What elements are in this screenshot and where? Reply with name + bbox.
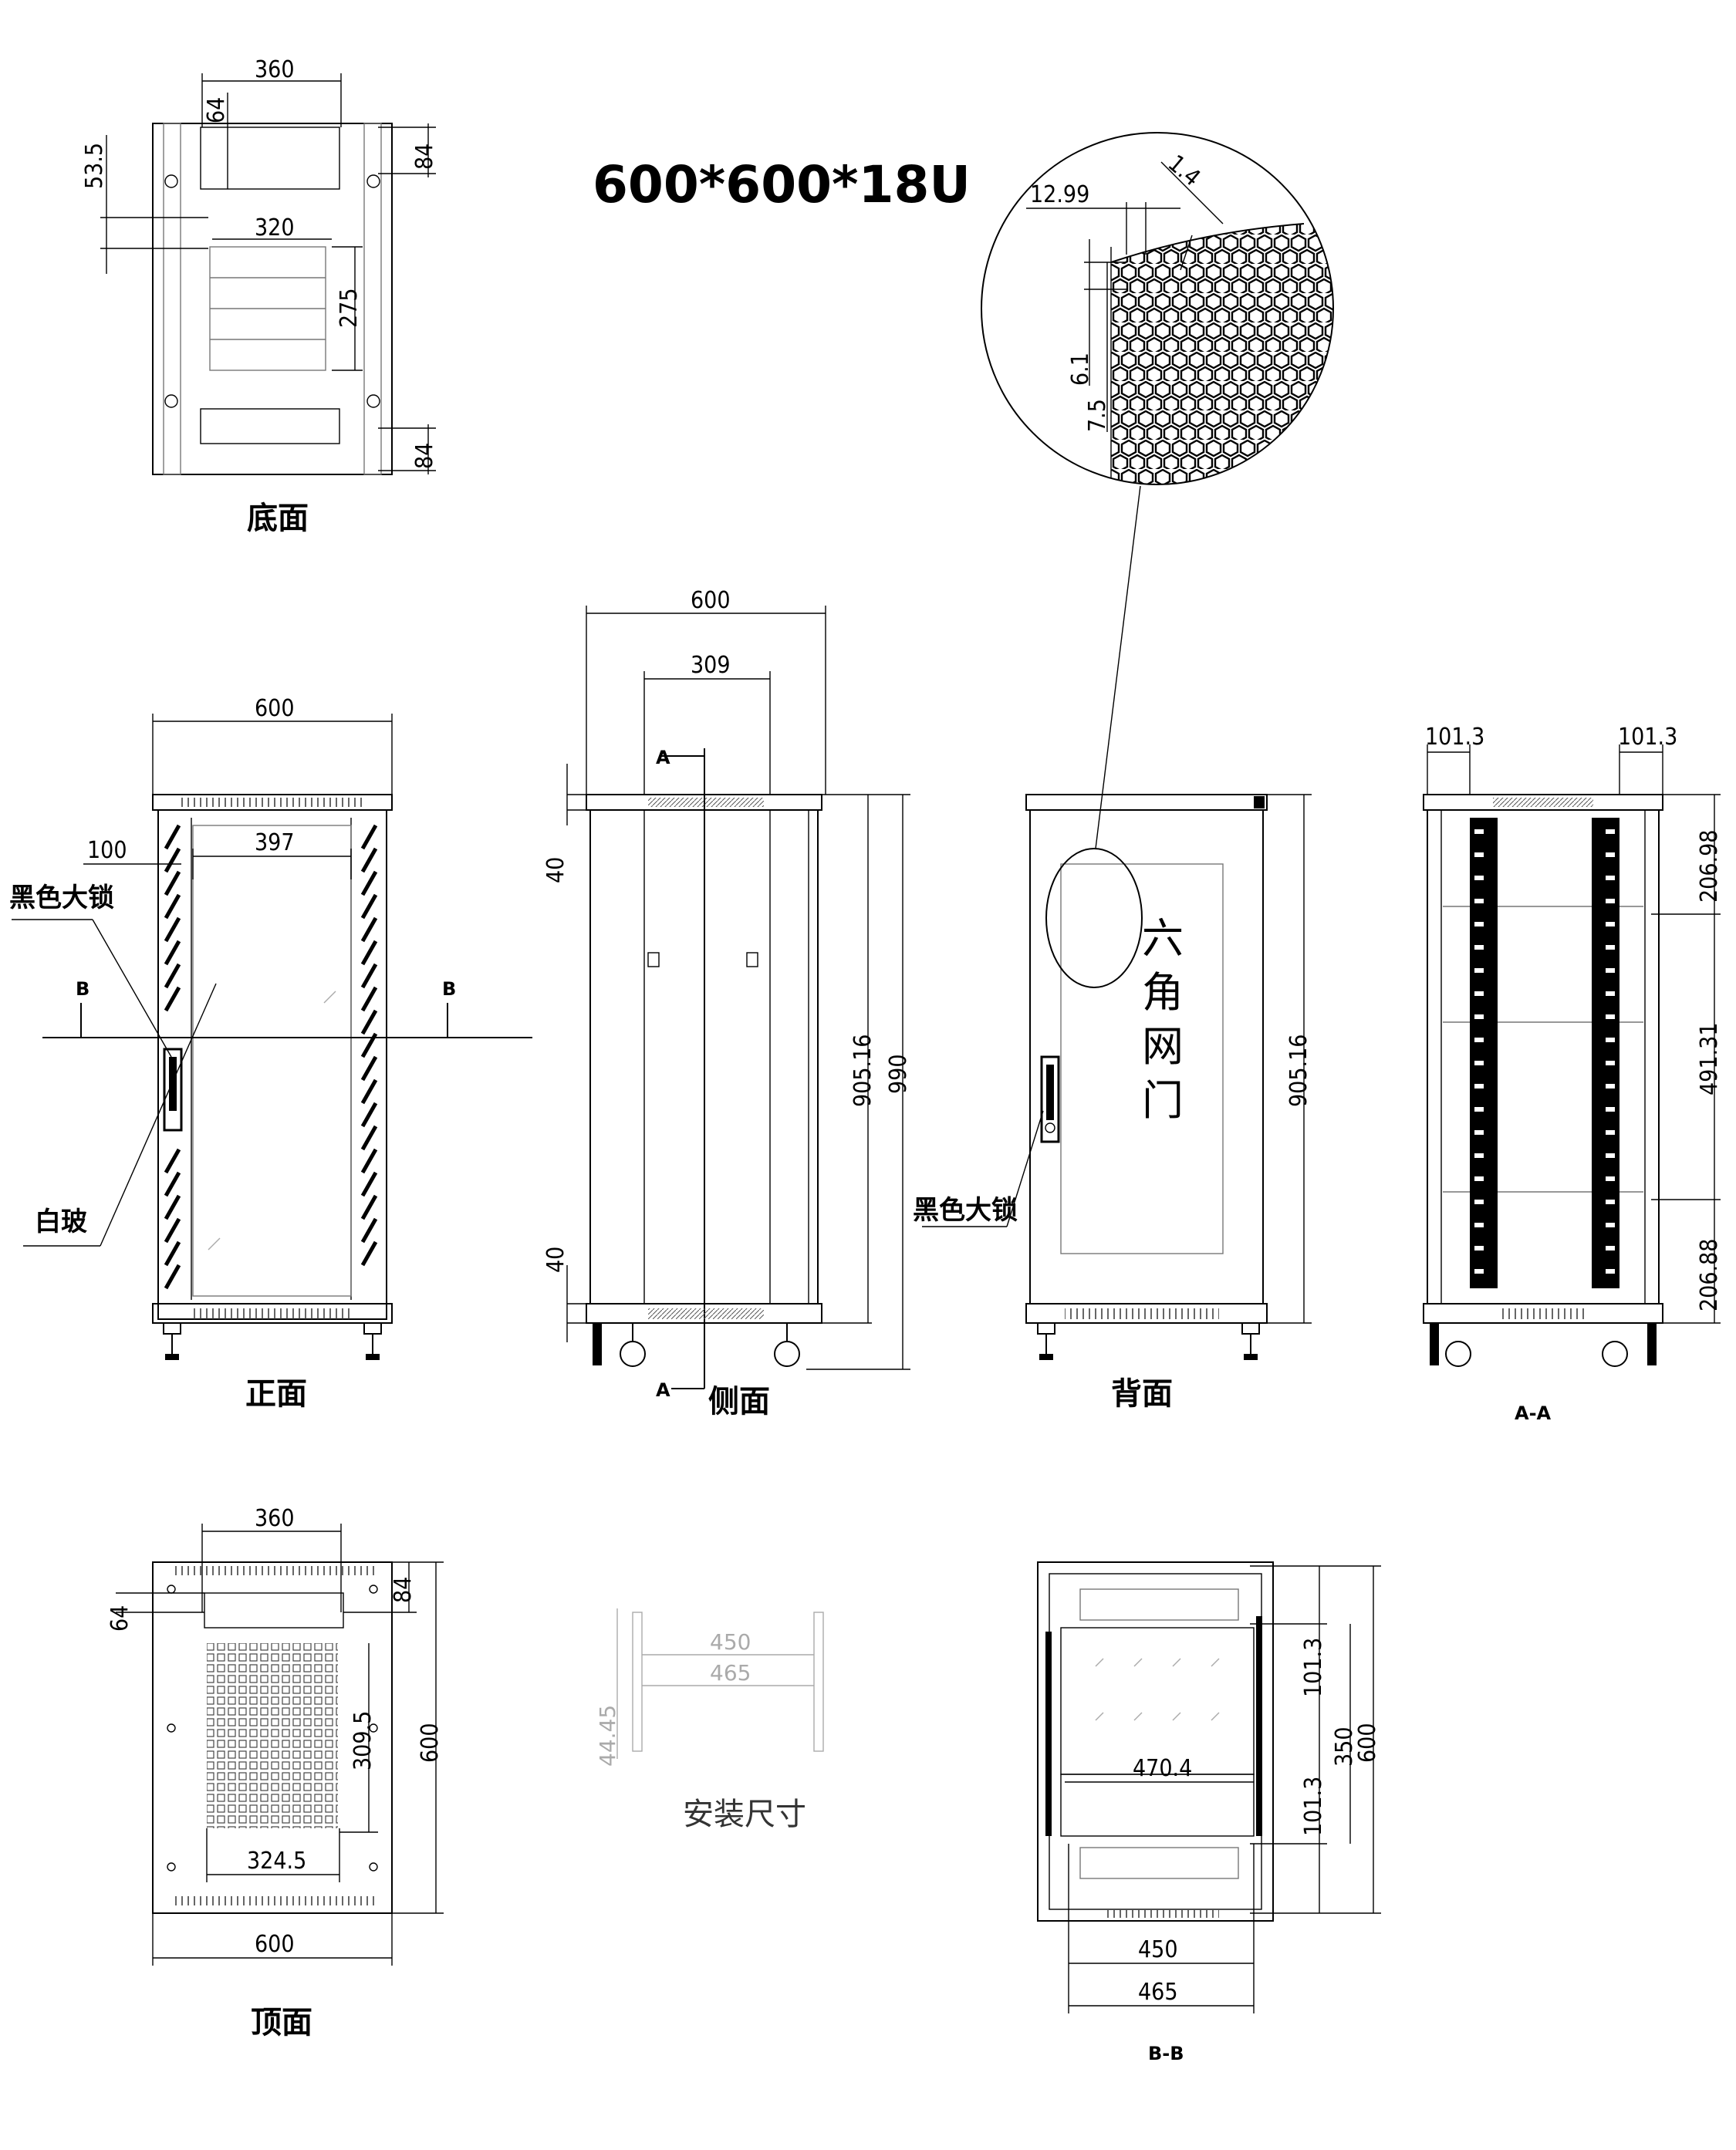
back-door-char-4: 门 bbox=[1142, 1076, 1184, 1125]
side-section-a-top: A bbox=[656, 747, 670, 768]
aa-dim-206-88: 206.88 bbox=[1696, 1239, 1723, 1311]
mount-label: 安装尺寸 bbox=[683, 1797, 806, 1832]
front-section-b-right: B bbox=[442, 978, 456, 1000]
bb-dim-465: 465 bbox=[1138, 1979, 1178, 2006]
aa-dim-101-left: 101.3 bbox=[1425, 724, 1484, 751]
mount-dim-450: 450 bbox=[710, 1629, 751, 1655]
back-door-text: 六 角 网 门 bbox=[1142, 914, 1184, 1125]
bottom-dim-275: 275 bbox=[336, 288, 363, 328]
side-dim-905: 905.16 bbox=[849, 1034, 876, 1107]
front-section-b-left: B bbox=[76, 978, 90, 1000]
detail-dim-12-99: 12.99 bbox=[1030, 181, 1089, 208]
bottom-view-label: 底面 bbox=[247, 501, 309, 536]
front-dim-397: 397 bbox=[255, 829, 295, 856]
bb-dim-450: 450 bbox=[1138, 1936, 1178, 1963]
back-view: 905.16 bbox=[922, 485, 1312, 1360]
bottom-dim-53-5: 53.5 bbox=[81, 143, 108, 189]
mesh-detail: 12.99 1.4 6.1 7.5 bbox=[981, 132, 1334, 485]
side-section-a-bottom: A bbox=[656, 1379, 670, 1401]
top-dim-360: 360 bbox=[255, 1505, 295, 1532]
bottom-dim-84b: 84 bbox=[411, 443, 438, 469]
bb-dim-600: 600 bbox=[1354, 1723, 1381, 1763]
side-dim-40a: 40 bbox=[542, 857, 569, 883]
back-view-label: 背面 bbox=[1111, 1376, 1173, 1412]
back-lock-note: 黑色大锁 bbox=[913, 1195, 1018, 1226]
aa-dim-101-right: 101.3 bbox=[1618, 724, 1677, 751]
mount-dim-44-45: 44.45 bbox=[595, 1705, 620, 1767]
bb-dim-101-top: 101.3 bbox=[1300, 1638, 1327, 1697]
bottom-dim-320: 320 bbox=[255, 214, 295, 241]
top-dim-600-horizontal: 600 bbox=[255, 1931, 295, 1958]
back-door-char-2: 角 bbox=[1142, 968, 1184, 1017]
bb-dim-350: 350 bbox=[1331, 1726, 1358, 1767]
detail-dim-7-5: 7.5 bbox=[1084, 399, 1111, 432]
front-glass-note: 白玻 bbox=[35, 1207, 87, 1237]
top-view: 360 64 84 309.5 324.5 600 600 bbox=[106, 1505, 444, 1966]
section-aa-label: A-A bbox=[1515, 1402, 1552, 1424]
side-dim-40b: 40 bbox=[542, 1247, 569, 1273]
section-bb-label: B-B bbox=[1148, 2043, 1184, 2064]
drawing-title: 600*600*18U bbox=[593, 155, 971, 214]
top-dim-84: 84 bbox=[390, 1577, 417, 1603]
bottom-dim-84a: 84 bbox=[411, 143, 438, 170]
front-dim-600: 600 bbox=[255, 695, 295, 722]
front-view: 600 100 397 B B bbox=[12, 695, 532, 1360]
detail-dim-1-4: 1.4 bbox=[1163, 150, 1205, 191]
side-dim-990: 990 bbox=[885, 1054, 912, 1094]
detail-dim-6-1: 6.1 bbox=[1067, 353, 1094, 386]
top-dim-309-5: 309.5 bbox=[350, 1711, 377, 1770]
front-view-label: 正面 bbox=[245, 1376, 307, 1412]
bb-dim-101-bottom: 101.3 bbox=[1300, 1777, 1327, 1836]
back-door-char-1: 六 bbox=[1142, 914, 1184, 963]
mount-dim-465: 465 bbox=[710, 1660, 751, 1686]
side-view-label: 侧面 bbox=[708, 1384, 770, 1419]
aa-dim-206-98: 206.98 bbox=[1696, 830, 1723, 903]
back-door-char-3: 网 bbox=[1142, 1022, 1184, 1071]
bb-dim-470-4: 470.4 bbox=[1133, 1755, 1192, 1782]
bottom-dim-360: 360 bbox=[255, 56, 295, 83]
side-dim-309: 309 bbox=[691, 652, 731, 679]
section-aa-view: 101.3 101.3 206.98 491.31 206.88 bbox=[1423, 724, 1723, 1367]
top-dim-600-vertical: 600 bbox=[417, 1723, 444, 1763]
section-bb-view: 470.4 101.3 350 600 101.3 450 465 bbox=[1037, 1561, 1381, 2013]
front-dim-100: 100 bbox=[87, 837, 127, 864]
bottom-dim-64: 64 bbox=[203, 97, 230, 123]
top-view-label: 顶面 bbox=[251, 2005, 312, 2040]
mount-diagram: 450 465 44.45 bbox=[595, 1608, 824, 1767]
back-dim-905: 905.16 bbox=[1285, 1034, 1312, 1107]
top-dim-324-5: 324.5 bbox=[247, 1848, 306, 1875]
bottom-view: 360 64 53.5 84 320 275 84 bbox=[81, 56, 438, 475]
side-dim-600: 600 bbox=[691, 587, 731, 614]
side-view: 600 309 A A 40 40 905.16 990 bbox=[542, 587, 912, 1401]
top-dim-64: 64 bbox=[106, 1605, 133, 1632]
aa-dim-491-31: 491.31 bbox=[1696, 1023, 1723, 1095]
front-lock-note: 黑色大锁 bbox=[9, 883, 114, 913]
